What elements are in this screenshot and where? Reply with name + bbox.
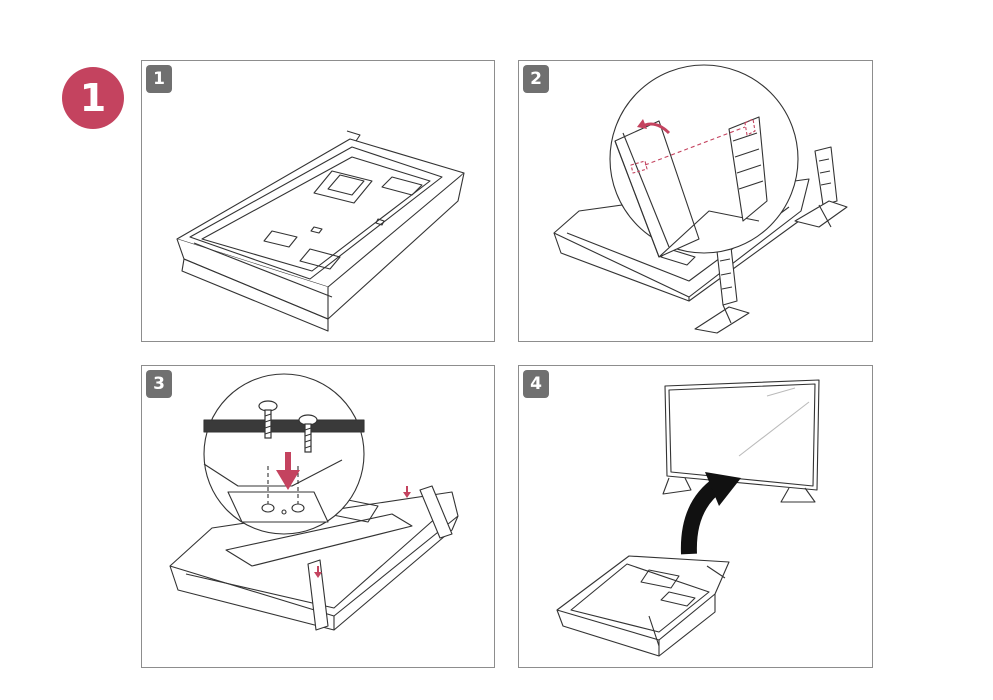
step-badge-4: 4 <box>523 370 549 398</box>
tv-on-packaging-illustration <box>176 130 465 332</box>
step-panel-4: 4 <box>518 365 873 668</box>
screw-insertion-illustration <box>169 373 459 631</box>
step-badge-2: 2 <box>523 65 549 93</box>
step-panel-1: 1 <box>141 60 495 342</box>
step-panel-3: 3 <box>141 365 495 668</box>
step-panel-2: 2 <box>518 60 873 342</box>
main-step-number: 1 <box>62 67 124 129</box>
stand-alignment-illustration <box>553 64 848 334</box>
step-badge-1: 1 <box>146 65 172 93</box>
step-badge-3: 3 <box>146 370 172 398</box>
lift-tv-upright-illustration <box>556 379 820 657</box>
